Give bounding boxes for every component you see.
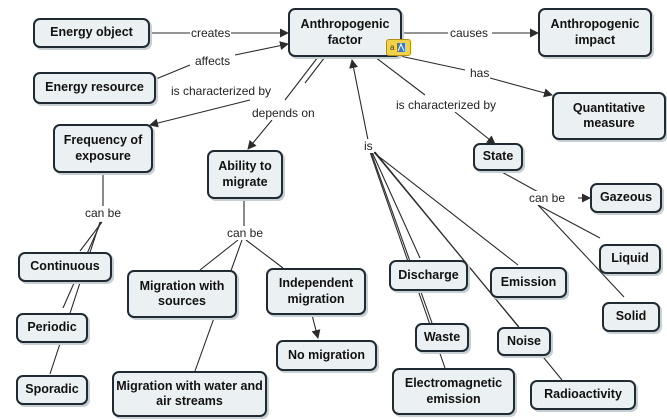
- node-anthropogenic-factor[interactable]: Anthropogenic factor: [288, 8, 402, 57]
- node-periodic[interactable]: Periodic: [16, 313, 88, 343]
- node-emission[interactable]: Emission: [490, 267, 567, 298]
- link-label-depends-on: depends on: [251, 106, 316, 120]
- link-label-characterized-left: is characterized by: [170, 84, 273, 98]
- attachment-glyph-icon: a: [390, 42, 405, 52]
- node-electromagnetic-emission[interactable]: Electromagnetic emission: [392, 368, 515, 415]
- link-label-characterized-right: is characterized by: [395, 98, 498, 112]
- link-can-be-state: [499, 170, 541, 194]
- link-label-can-be-migrate: can be: [226, 226, 265, 240]
- link-characterized-right: [374, 56, 426, 96]
- node-waste[interactable]: Waste: [415, 323, 469, 352]
- node-ability-to-migrate[interactable]: Ability to migrate: [207, 150, 283, 199]
- attachment-badge-icon[interactable]: a: [386, 39, 411, 56]
- link-label-causes: causes: [449, 26, 490, 40]
- node-radioactivity[interactable]: Radioactivity: [530, 380, 636, 410]
- node-anthropogenic-impact[interactable]: Anthropogenic impact: [538, 8, 652, 57]
- node-noise[interactable]: Noise: [497, 327, 551, 356]
- node-gazeous[interactable]: Gazeous: [590, 183, 662, 213]
- node-continuous[interactable]: Continuous: [18, 252, 112, 282]
- node-sporadic[interactable]: Sporadic: [16, 375, 88, 405]
- link-characterized-left: [304, 56, 326, 84]
- node-state[interactable]: State: [473, 143, 523, 171]
- link-label-is: is: [363, 139, 374, 153]
- node-solid[interactable]: Solid: [602, 302, 660, 332]
- link-is: [349, 59, 369, 141]
- node-frequency-of-exposure[interactable]: Frequency of exposure: [53, 124, 153, 173]
- node-discharge[interactable]: Discharge: [389, 260, 468, 291]
- link-label-can-be-state: can be: [528, 191, 567, 205]
- link-affects: [155, 64, 191, 80]
- link-label-has: has: [469, 66, 491, 80]
- node-migration-with-water-and-air[interactable]: Migration with water and air streams: [112, 371, 267, 417]
- node-no-migration[interactable]: No migration: [276, 340, 377, 371]
- link-label-can-be-frequency: can be: [84, 206, 123, 220]
- node-migration-with-sources[interactable]: Migration with sources: [127, 270, 237, 318]
- svg-text:a: a: [390, 43, 395, 52]
- link-depends-on: [284, 56, 319, 101]
- link-label-affects: affects: [194, 54, 232, 68]
- link-has: [399, 55, 466, 71]
- node-energy-object[interactable]: Energy object: [33, 18, 150, 48]
- node-energy-resource[interactable]: Energy resource: [33, 72, 156, 104]
- node-quantitative-measure[interactable]: Quantitative measure: [552, 92, 666, 140]
- node-liquid[interactable]: Liquid: [599, 244, 661, 274]
- link-label-creates: creates: [190, 26, 232, 40]
- node-independent-migration[interactable]: Independent migration: [266, 268, 366, 315]
